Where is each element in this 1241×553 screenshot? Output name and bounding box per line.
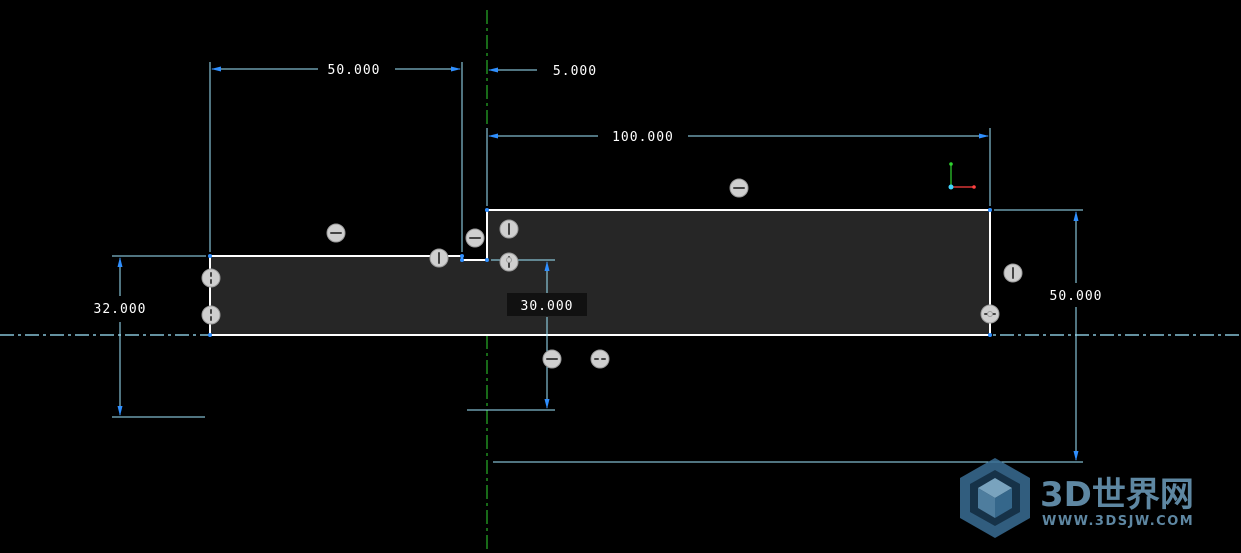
dimension-value[interactable]: 32.000: [94, 302, 147, 317]
vertex-point[interactable]: [460, 258, 464, 262]
vertical-constraint-icon[interactable]: [499, 219, 519, 239]
vertical-dashed-constraint-icon[interactable]: [201, 268, 221, 288]
vertical-constraint-icon[interactable]: [1003, 263, 1023, 283]
constraint-symbols[interactable]: [201, 178, 1023, 369]
vertex-point[interactable]: [485, 258, 489, 262]
watermark: 3D世界网 WWW.3DSJW.COM: [960, 458, 1194, 538]
sketch-region: [210, 210, 990, 335]
dimension-value[interactable]: 50.000: [328, 63, 381, 78]
horizontal-constraint-icon[interactable]: [542, 349, 562, 369]
dimension-30[interactable]: 30.000: [467, 259, 587, 411]
watermark-title: 3D世界网: [1040, 475, 1194, 515]
dimension-100[interactable]: 100.000: [486, 128, 991, 206]
horizontal-constraint-icon[interactable]: [729, 178, 749, 198]
horizontal-dashed-constraint-icon[interactable]: [590, 349, 610, 369]
dimension-value[interactable]: 5.000: [553, 64, 597, 79]
dimension-5[interactable]: 5.000: [488, 64, 597, 79]
dimension-value[interactable]: 50.000: [1050, 289, 1103, 304]
horizontal-constraint-icon[interactable]: [465, 228, 485, 248]
point-on-centerline-constraint-icon[interactable]: [980, 304, 1000, 324]
cube-logo-icon: [960, 458, 1030, 538]
horizontal-constraint-icon[interactable]: [326, 223, 346, 243]
dimension-32[interactable]: 32.000: [94, 255, 206, 418]
vertex-point[interactable]: [208, 254, 212, 258]
point-on-line-constraint-icon[interactable]: [499, 252, 519, 272]
dimension-50-top[interactable]: 50.000: [209, 62, 463, 252]
vertex-point[interactable]: [208, 333, 212, 337]
dimension-value[interactable]: 30.000: [521, 299, 574, 314]
vertical-constraint-icon[interactable]: [429, 248, 449, 268]
vertex-point[interactable]: [988, 333, 992, 337]
vertical-dashed-constraint-icon[interactable]: [201, 305, 221, 325]
dimension-value[interactable]: 100.000: [612, 130, 674, 145]
vertex-point[interactable]: [485, 208, 489, 212]
sketch-geometry[interactable]: [209, 209, 991, 336]
vertex-point[interactable]: [460, 254, 464, 258]
watermark-url: WWW.3DSJW.COM: [1042, 514, 1194, 529]
dimension-edit-box[interactable]: [507, 293, 587, 316]
sketch-vertices[interactable]: [208, 208, 992, 337]
coordinate-triad-icon: [948, 162, 976, 190]
vertex-point[interactable]: [988, 208, 992, 212]
dimension-50-right[interactable]: 50.000: [493, 209, 1103, 463]
